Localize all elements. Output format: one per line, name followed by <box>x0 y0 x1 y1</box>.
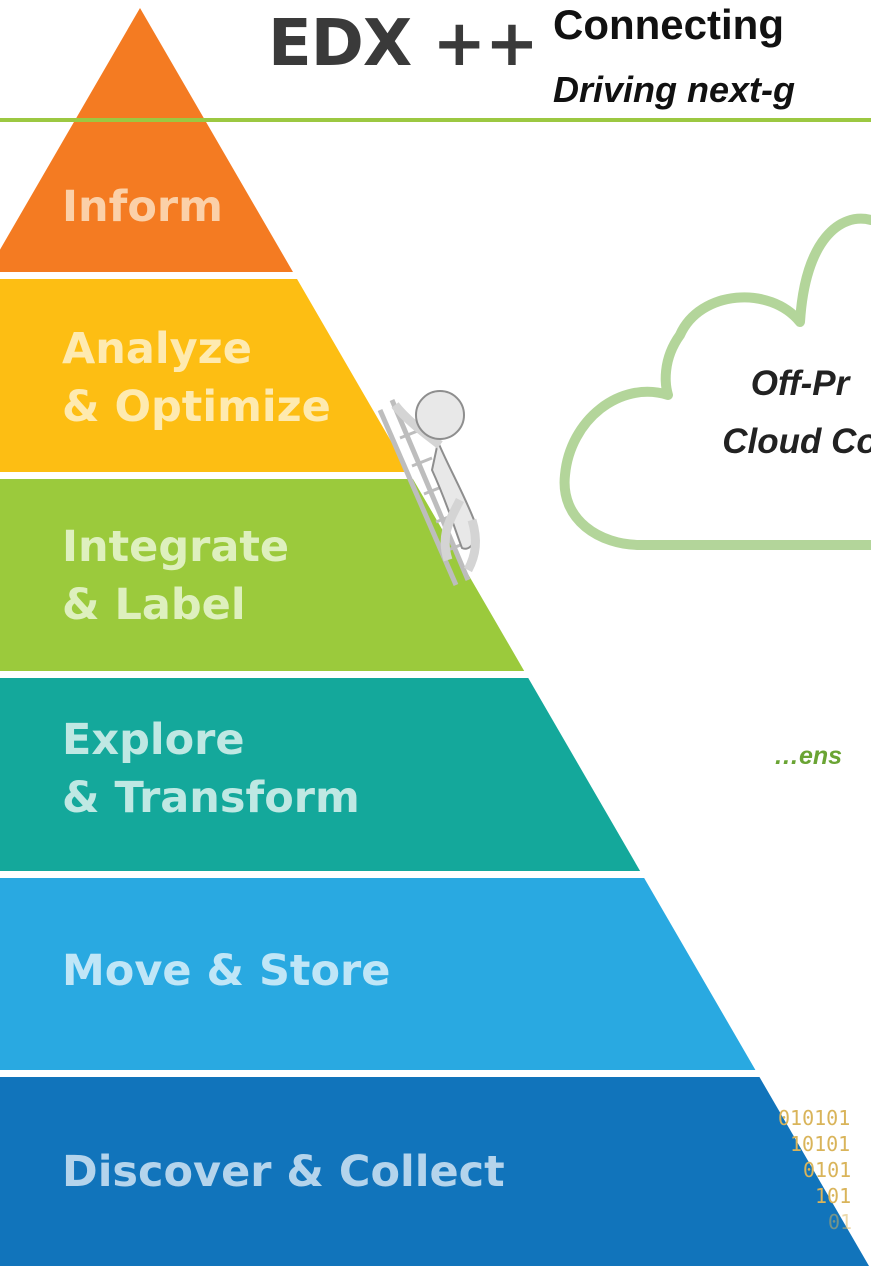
tier-label-line: Move & Store <box>62 946 391 996</box>
tier-label-line: & Label <box>62 580 246 630</box>
header-rule <box>0 118 871 122</box>
tier-label-line: Discover & Collect <box>62 1147 505 1197</box>
logo-text: EDX ++ <box>268 7 539 81</box>
climbing-figure-icon <box>377 390 480 586</box>
tier-label-explore-transform: Explore & Transform <box>62 711 360 827</box>
tier-label-line: Integrate <box>62 522 290 572</box>
tier-label-line: & Optimize <box>62 382 331 432</box>
binary-line: 0101 <box>803 1158 852 1182</box>
pyramid-tier <box>0 878 756 1070</box>
pyramid-tier <box>0 678 641 871</box>
pyramid-tier <box>0 279 409 472</box>
page-subtitle: Driving next-g <box>553 69 796 110</box>
binary-line: 010101 <box>778 1106 851 1130</box>
cloud-label-line-2: Cloud Co <box>722 422 871 461</box>
tier-label-line: Inform <box>62 182 223 232</box>
pyramid-tier <box>0 8 293 272</box>
tier-label-move-store: Move & Store <box>62 942 390 1000</box>
cloud-label-line-1: Off-Pr <box>750 364 850 403</box>
binary-line: 01 <box>828 1210 853 1234</box>
tier-label-line: Analyze <box>62 324 252 374</box>
pyramid-tier <box>0 1077 869 1266</box>
tier-label-integrate-label: Integrate & Label <box>62 518 289 634</box>
page-title: Connecting <box>553 1 784 48</box>
tier-label-line: Explore <box>62 715 245 765</box>
binary-line: 10101 <box>790 1132 851 1156</box>
pyramid-tier <box>0 479 525 671</box>
binary-line: 101 <box>815 1184 852 1208</box>
tier-label-line: & Transform <box>62 773 360 823</box>
tier-label-discover-collect: Discover & Collect <box>62 1143 505 1201</box>
tier-label-inform: Inform <box>62 178 223 236</box>
tagline-text: …ens <box>774 742 843 770</box>
pyramid <box>0 8 869 1266</box>
cloud-shape <box>559 213 871 550</box>
tier-label-analyze-optimize: Analyze & Optimize <box>62 320 331 436</box>
